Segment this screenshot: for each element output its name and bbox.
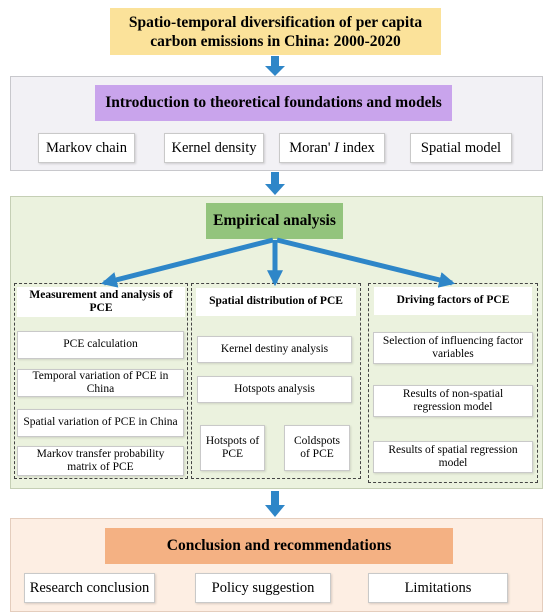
arrow-down-icon	[265, 172, 285, 195]
driving-factors-column-title: Driving factors of PCE	[374, 287, 532, 315]
measurement-column-title: Measurement and analysis of PCE	[17, 287, 185, 317]
coldspots-box: Coldspots of PCE	[284, 425, 350, 471]
temporal-variation-box: Temporal variation of PCE in China	[17, 369, 184, 397]
arrow-down-icon	[265, 56, 285, 76]
pce-calculation-box: PCE calculation	[17, 331, 184, 359]
policy-suggestion-box: Policy suggestion	[195, 573, 331, 603]
kernel-density-box: Kernel density	[164, 133, 264, 163]
markov-matrix-box: Markov transfer probability matrix of PC…	[17, 446, 184, 476]
conclusion-section-heading: Conclusion and recommendations	[105, 528, 453, 564]
title-box: Spatio-temporal diversification of per c…	[110, 8, 441, 55]
non-spatial-regression-box: Results of non-spatial regression model	[373, 385, 533, 417]
spatial-variation-box: Spatial variation of PCE in China	[17, 409, 184, 437]
research-conclusion-box: Research conclusion	[24, 573, 155, 603]
hotspots-analysis-box: Hotspots analysis	[197, 376, 352, 403]
theory-section-heading: Introduction to theoretical foundations …	[95, 85, 452, 121]
limitations-box: Limitations	[368, 573, 508, 603]
arrow-down-icon	[265, 491, 285, 517]
kernel-destiny-box: Kernel destiny analysis	[197, 336, 352, 363]
spatial-model-box: Spatial model	[410, 133, 512, 163]
markov-chain-box: Markov chain	[38, 133, 135, 163]
influencing-factors-box: Selection of influencing factor variable…	[373, 332, 533, 364]
spatial-distribution-column-title: Spatial distribution of PCE	[196, 288, 356, 316]
title-line-2: carbon emissions in China: 2000-2020	[150, 32, 401, 50]
hotspots-box: Hotspots of PCE	[200, 425, 265, 471]
moran-index-box: Moran' I index	[279, 133, 385, 163]
spatial-regression-box: Results of spatial regression model	[373, 441, 533, 473]
empirical-section-heading: Empirical analysis	[206, 203, 343, 239]
title-line-1: Spatio-temporal diversification of per c…	[128, 13, 423, 31]
moran-label: Moran' I index	[289, 140, 375, 156]
